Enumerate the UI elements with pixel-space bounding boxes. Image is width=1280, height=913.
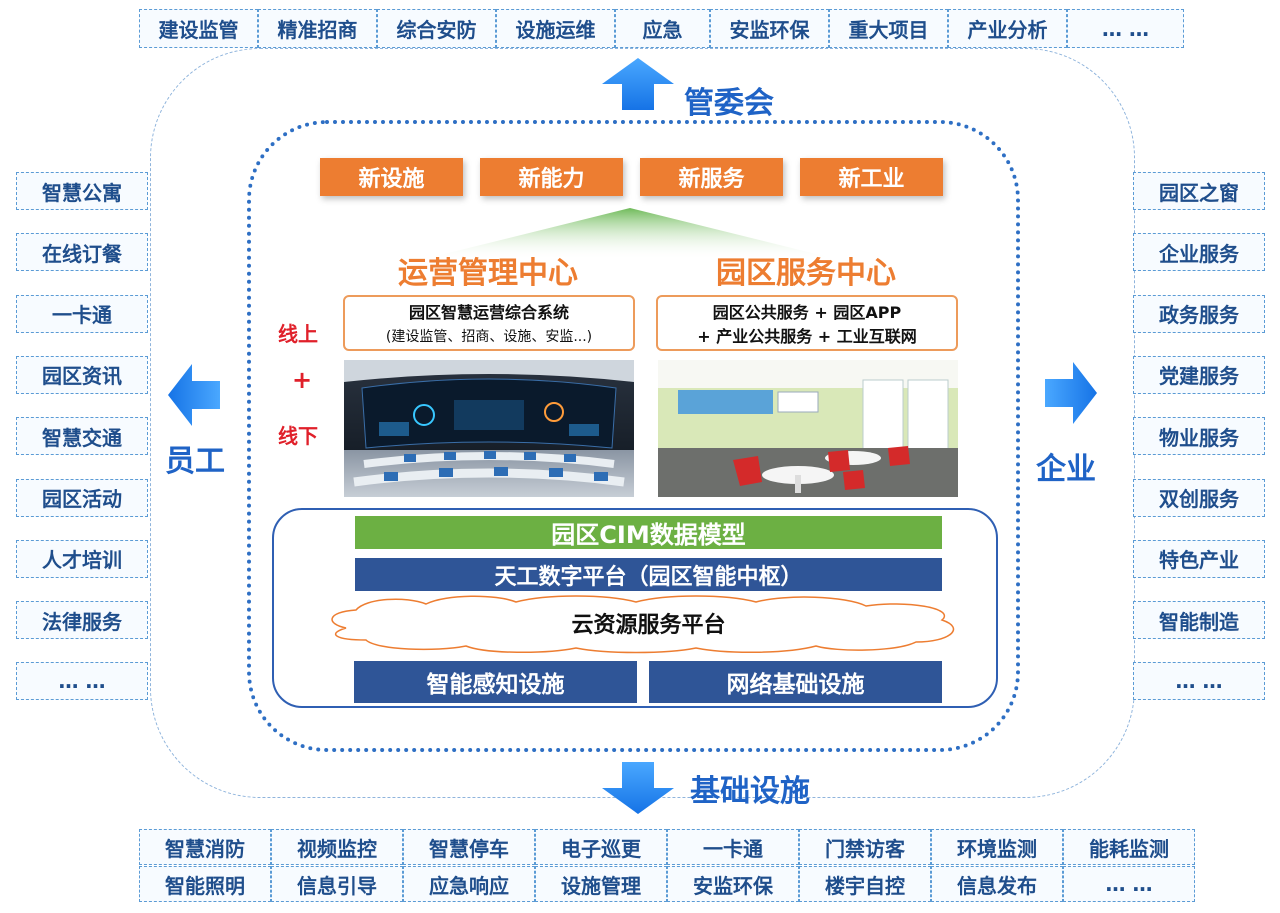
- left-tag: … …: [16, 662, 148, 701]
- arrow-down-icon: [602, 762, 674, 814]
- bottom-tag: 一卡通: [667, 829, 799, 865]
- plus-label: +: [292, 366, 313, 394]
- left-tag: 园区资讯: [16, 355, 148, 394]
- bottom-tag: 楼宇自控: [799, 866, 931, 902]
- right-tag: 园区之窗: [1133, 172, 1265, 210]
- control-room-photo: [344, 360, 634, 497]
- top-tag: … …: [1067, 9, 1184, 48]
- tab-new-services: 新服务: [640, 158, 783, 196]
- service-box-line2: + 产业公共服务 + 工业互联网: [697, 327, 917, 346]
- bottom-tag: 安监环保: [667, 866, 799, 902]
- right-tag: 双创服务: [1133, 478, 1265, 517]
- top-tag: 安监环保: [710, 9, 829, 48]
- right-tag: 政务服务: [1133, 294, 1265, 333]
- top-tag: 建设监管: [139, 9, 258, 48]
- left-tag: 园区活动: [16, 478, 148, 517]
- cloud-platform-label: 云资源服务平台: [571, 613, 726, 638]
- label-enterprises: 企业: [1036, 452, 1096, 487]
- top-tag: 产业分析: [948, 9, 1067, 48]
- left-tag: 智慧公寓: [16, 172, 148, 210]
- bottom-tag: 智慧停车: [403, 829, 535, 865]
- arrow-right-icon: [1045, 362, 1097, 424]
- top-tag: 设施运维: [496, 9, 615, 48]
- right-tag: 智能制造: [1133, 601, 1265, 640]
- platform-container: [272, 508, 998, 708]
- ops-system-box: 园区智慧运营综合系统 (建设监管、招商、设施、安监...): [343, 295, 635, 351]
- green-triangle: [420, 208, 840, 260]
- online-label: 线上: [278, 322, 318, 346]
- tab-new-industry: 新工业: [800, 158, 943, 196]
- service-box: 园区公共服务 + 园区APP + 产业公共服务 + 工业互联网: [656, 295, 958, 351]
- right-tag: … …: [1133, 662, 1265, 701]
- bottom-tag: 信息引导: [271, 866, 403, 902]
- arrow-left-icon: [168, 364, 220, 426]
- tab-new-facilities: 新设施: [320, 158, 463, 196]
- service-hall-photo: [658, 360, 958, 497]
- bottom-tag: 视频监控: [271, 829, 403, 865]
- right-tag: 党建服务: [1133, 355, 1265, 394]
- bottom-tag: 环境监测: [931, 829, 1063, 865]
- arrow-up-icon: [602, 58, 674, 110]
- bottom-tag: 门禁访客: [799, 829, 931, 865]
- tiangong-platform-bar: 天工数字平台（园区智能中枢）: [355, 558, 942, 591]
- service-box-line1: 园区公共服务 + 园区APP: [712, 303, 902, 322]
- left-tag: 一卡通: [16, 294, 148, 333]
- bottom-tag: 智能照明: [139, 866, 271, 902]
- left-tag: 人才培训: [16, 539, 148, 578]
- cloud-shape: [331, 595, 955, 654]
- top-tag: 应急: [615, 9, 710, 48]
- sensing-facilities-bar: 智能感知设施: [354, 661, 637, 703]
- bottom-tag: 信息发布: [931, 866, 1063, 902]
- bottom-tag: 设施管理: [535, 866, 667, 902]
- left-tag: 智慧交通: [16, 417, 148, 456]
- right-tag: 物业服务: [1133, 417, 1265, 456]
- cim-model-bar: 园区CIM数据模型: [355, 516, 942, 549]
- ops-system-title: 园区智慧运营综合系统: [408, 303, 569, 322]
- bottom-tag: 智慧消防: [139, 829, 271, 865]
- left-tag: 在线订餐: [16, 233, 148, 272]
- ops-center-title: 运营管理中心: [398, 256, 578, 291]
- top-tag: 精准招商: [258, 9, 377, 48]
- label-infrastructure: 基础设施: [690, 774, 810, 809]
- bottom-tag: 电子巡更: [535, 829, 667, 865]
- ops-system-subtitle: (建设监管、招商、设施、安监...): [385, 329, 593, 345]
- label-management-committee: 管委会: [684, 86, 774, 121]
- bottom-tag: 能耗监测: [1063, 829, 1195, 865]
- inner-ring: [247, 120, 1020, 752]
- top-tag: 重大项目: [829, 9, 948, 48]
- bottom-tag: … …: [1063, 866, 1195, 902]
- right-tag: 企业服务: [1133, 233, 1265, 272]
- service-center-title: 园区服务中心: [716, 256, 896, 291]
- top-tag: 综合安防: [377, 9, 496, 48]
- network-infrastructure-bar: 网络基础设施: [649, 661, 942, 703]
- tab-new-capability: 新能力: [480, 158, 623, 196]
- label-employees: 员工: [165, 444, 225, 479]
- left-tag: 法律服务: [16, 601, 148, 640]
- offline-label: 线下: [278, 424, 318, 448]
- right-tag: 特色产业: [1133, 539, 1265, 578]
- bottom-tag: 应急响应: [403, 866, 535, 902]
